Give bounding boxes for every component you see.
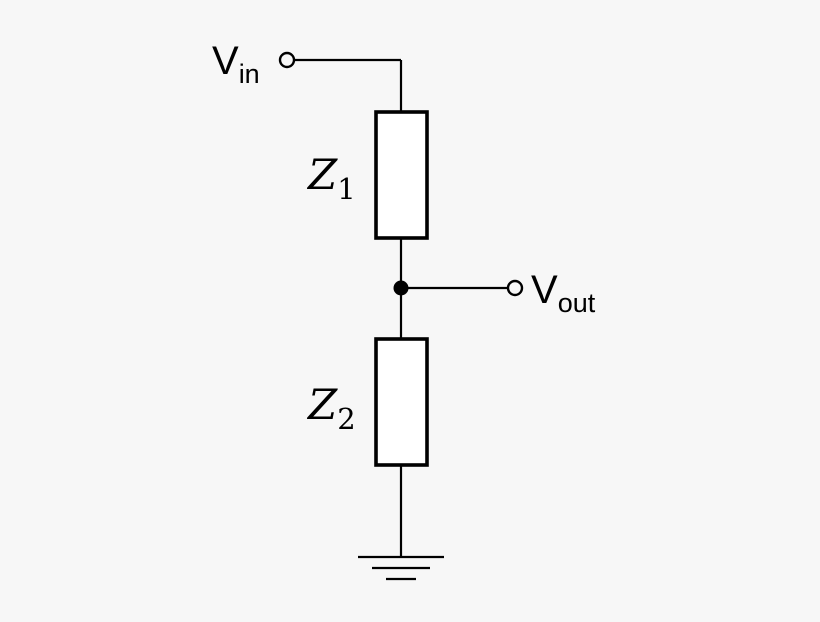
vout-label-base: V <box>531 268 558 312</box>
junction-node <box>393 280 409 296</box>
z2-label-base: Z <box>306 380 338 429</box>
z1-label-subscript: 1 <box>337 172 355 206</box>
z2-label-subscript: 2 <box>337 402 355 436</box>
vin-label-base: V <box>212 39 239 83</box>
impedance-z1-box <box>374 110 429 240</box>
vout-label: Vout <box>531 268 596 318</box>
vin-label: Vin <box>212 39 260 89</box>
vin-label-subscript: in <box>239 59 260 89</box>
z2-label: Z2 <box>306 380 356 436</box>
z1-label: Z1 <box>306 150 356 206</box>
z1-label-base: Z <box>306 150 338 199</box>
vin-terminal <box>278 51 296 69</box>
vout-terminal <box>506 279 524 297</box>
impedance-z2-box <box>374 337 429 467</box>
ground-symbol <box>358 555 444 581</box>
vout-label-subscript: out <box>558 288 596 318</box>
